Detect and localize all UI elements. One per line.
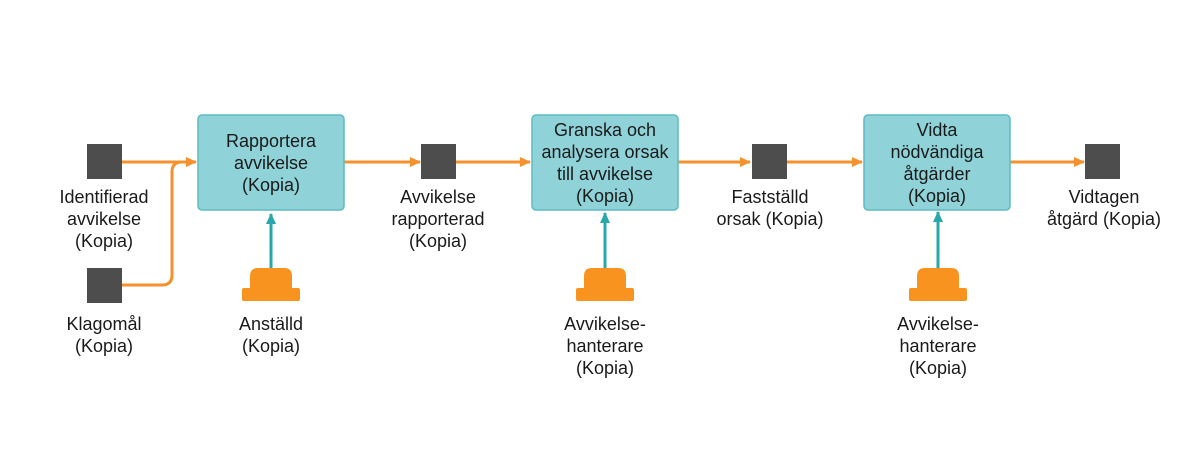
resource-label-anstalld: Anställd (Kopia) xyxy=(238,314,304,356)
object-label-avvikelse-rapporterad: Avvikelse rapporterad (Kopia) xyxy=(391,187,485,251)
flow-arrow-klagomal-to-rapportera xyxy=(122,160,183,287)
object-squares xyxy=(87,144,1120,303)
square-icon[interactable] xyxy=(87,268,122,303)
bell-icon[interactable] xyxy=(242,268,300,301)
object-label-identifierad: Identifierad avvikelse (Kopia) xyxy=(59,187,149,251)
process-box-rapportera[interactable] xyxy=(197,114,345,211)
square-icon[interactable] xyxy=(752,144,787,179)
bell-icon[interactable] xyxy=(909,268,967,301)
process-box-vidta[interactable] xyxy=(863,114,1011,211)
object-label-faststalld-orsak: Fastställd orsak (Kopia) xyxy=(716,187,824,229)
resource-label-hanterare-2: Avvikelse- hanterare (Kopia) xyxy=(897,314,979,378)
bell-icon[interactable] xyxy=(576,268,634,301)
resource-connectors xyxy=(266,211,943,268)
resource-label-hanterare-1: Avvikelse- hanterare (Kopia) xyxy=(564,314,646,378)
process-boxes xyxy=(197,114,1011,211)
object-label-klagomal: Klagomål (Kopia) xyxy=(66,314,142,356)
square-icon[interactable] xyxy=(1085,144,1120,179)
object-label-vidtagen-atgard: Vidtagen åtgärd (Kopia) xyxy=(1046,187,1162,229)
process-label-granska: Granska och analysera orsak till avvikel… xyxy=(541,119,669,206)
process-label-rapportera: Rapportera avvikelse (Kopia) xyxy=(225,130,317,195)
resource-icons xyxy=(242,268,967,301)
process-box-granska[interactable] xyxy=(531,114,679,211)
flow-connectors xyxy=(122,157,1085,287)
square-icon[interactable] xyxy=(421,144,456,179)
process-label-vidta: Vidta nödvändiga åtgärder (Kopia) xyxy=(890,119,984,206)
square-icon[interactable] xyxy=(87,144,122,179)
